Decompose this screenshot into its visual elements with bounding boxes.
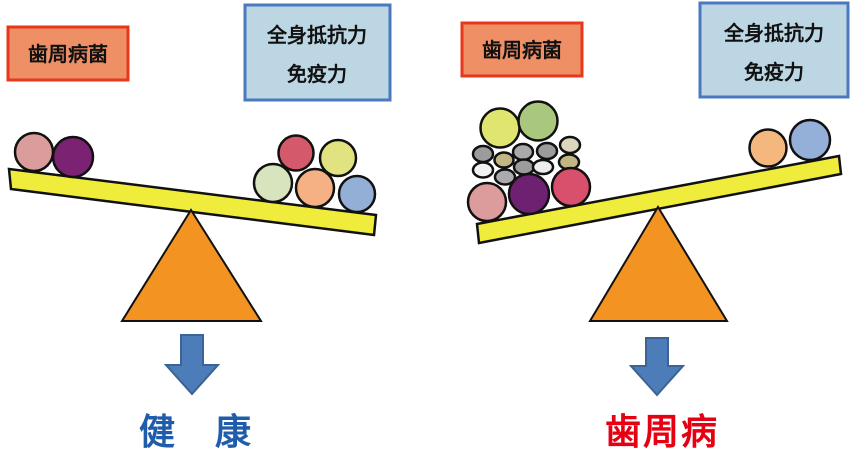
immunity-circle (277, 134, 315, 172)
disease-panel: 歯周病菌 全身抵抗力 免疫力 歯周病 (460, 1, 850, 453)
bacteria-circle (517, 100, 559, 142)
bacteria-label: 歯周病菌 (28, 42, 108, 66)
immunity-circle (748, 128, 788, 168)
immunity-label-box (698, 1, 850, 99)
bacteria-small-oval (471, 161, 495, 179)
immunity-label-box (243, 3, 392, 102)
immunity-label-line2: 免疫力 (287, 62, 347, 86)
bacteria-small-oval (558, 135, 582, 155)
fulcrum-triangle (588, 205, 729, 322)
bacteria-small-oval (531, 158, 555, 176)
seesaw-plank (7, 167, 378, 237)
bacteria-circle (466, 181, 508, 223)
immunity-circle (788, 118, 832, 162)
bacteria-small-oval (471, 144, 495, 164)
immunity-circle (318, 138, 358, 178)
immunity-label-line2: 免疫力 (744, 60, 804, 84)
seesaw-plank (475, 154, 843, 245)
immunity-circle (337, 174, 377, 214)
fulcrum-triangle (120, 208, 263, 322)
immunity-circle (252, 162, 294, 204)
bacteria-small-oval (511, 142, 535, 162)
bacteria-small-oval (493, 151, 515, 169)
disease-result-label: 歯周病 (605, 412, 719, 453)
bacteria-circle (479, 107, 521, 149)
bacteria-small-oval (512, 158, 536, 176)
bacteria-label-box (460, 21, 584, 78)
bacteria-circle (550, 166, 592, 208)
immunity-circle (294, 167, 336, 209)
bacteria-label-box (6, 25, 130, 82)
bacteria-small-oval (493, 168, 517, 186)
bacteria-label: 歯周病菌 (482, 38, 562, 62)
bacteria-circle (13, 131, 55, 173)
healthy-panel: 歯周病菌 全身抵抗力 免疫力 健 康 (6, 3, 392, 453)
bacteria-circle (51, 135, 95, 179)
bacteria-small-oval (535, 141, 559, 161)
bacteria-circle (507, 172, 551, 216)
healthy-result-label: 健 康 (139, 411, 253, 453)
down-arrow-icon (628, 337, 686, 397)
down-arrow-icon (163, 334, 221, 396)
immunity-label-line1: 全身抵抗力 (266, 23, 367, 47)
immunity-label-line1: 全身抵抗力 (723, 21, 824, 45)
